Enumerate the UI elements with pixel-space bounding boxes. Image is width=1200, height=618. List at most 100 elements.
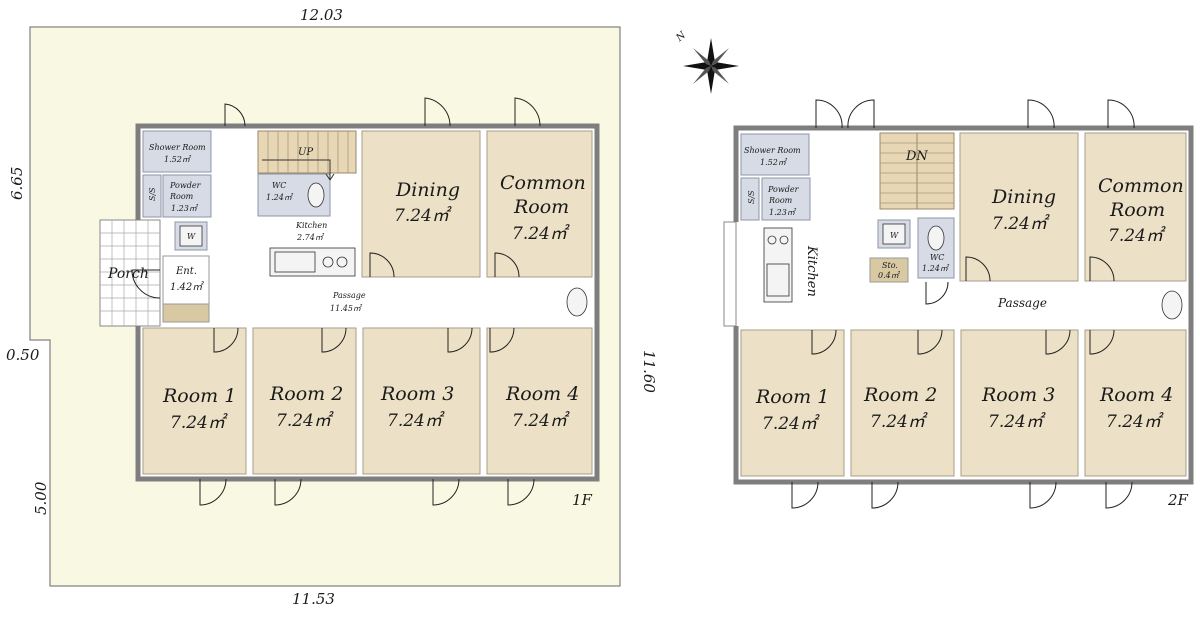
- floor1-room2-area: 7.24㎡: [276, 411, 334, 431]
- floor1-dining-area: 7.24㎡: [394, 206, 452, 226]
- floor1-kitchen-area: 2.74㎡: [296, 233, 325, 242]
- floor2-stove-burner-2: [779, 235, 789, 245]
- floor2-dining: [959, 132, 1079, 282]
- floor2-powder-name-1: Powder: [767, 185, 800, 194]
- floor1-washer-label: W: [187, 232, 196, 241]
- floor2-room-4: [1084, 329, 1187, 477]
- floor1-room3-name: Room 3: [380, 383, 454, 405]
- floor1-ent-area: 1.42㎡: [170, 281, 204, 293]
- floor1-stairs: [257, 130, 357, 181]
- floor1-entrance-step: [162, 303, 210, 323]
- floor2-fixture-box: [740, 177, 760, 221]
- floor1-room-1: [142, 327, 247, 475]
- floor1-shower-area: 1.52㎡: [164, 155, 192, 164]
- floor1-room2-name: Room 2: [269, 383, 343, 405]
- floor2-room2-area: 7.24㎡: [870, 412, 928, 432]
- floor2-sto-name: Sto.: [882, 261, 898, 270]
- floor1-porch: [99, 219, 161, 327]
- floor2-kitchen-name: Kitchen: [804, 245, 819, 297]
- floor1-powder-name-2: Room: [169, 192, 194, 201]
- floor1-stove-burner: [322, 256, 334, 268]
- floor2-sink: [766, 263, 790, 297]
- floor1-room4-name: Room 4: [505, 383, 579, 405]
- floor2-common-name-1: Common: [1098, 175, 1184, 197]
- floor2-room-3: [960, 329, 1079, 477]
- floor2-room-2: [850, 329, 955, 477]
- floor2-dining-name: Dining: [991, 186, 1056, 208]
- floor1-kitchen-name: Kitchen: [295, 221, 327, 230]
- floor1-dim-bottom: 11.53: [292, 590, 335, 608]
- floor2-fixture-label: S/S: [747, 190, 756, 204]
- floor1-washer: [179, 225, 203, 247]
- floor2-label: 2F: [1167, 491, 1189, 509]
- floor1-passage-area: 11.45㎡: [330, 304, 363, 313]
- floor1-powder-area: 1.23㎡: [171, 204, 199, 213]
- floor1-ent-name: Ent.: [175, 266, 197, 277]
- floor2-common-room: [1084, 132, 1187, 282]
- floor2-stairs-label: DN: [905, 149, 928, 164]
- floor1-basin: [566, 287, 588, 317]
- floor2-washer-label: W: [890, 231, 899, 240]
- floor2-wc-name: WC: [930, 253, 944, 262]
- floor2-common-name-2: Room: [1109, 199, 1165, 221]
- floor2-powder-room: [761, 177, 811, 221]
- floor1-dim-top: 12.03: [300, 6, 343, 24]
- floor2-room1-area: 7.24㎡: [762, 414, 820, 434]
- floor1-dim-step-h: 5.00: [32, 481, 50, 515]
- floor2-toilet: [927, 225, 945, 251]
- floor1-room1-name: Room 1: [162, 385, 236, 407]
- floor2-wc-area: 1.24㎡: [922, 264, 950, 273]
- floor1-doors: [131, 97, 541, 506]
- floor2-room2-name: Room 2: [863, 384, 937, 406]
- floor2-stove-burner: [767, 235, 777, 245]
- floor2-room4-area: 7.24㎡: [1106, 412, 1164, 432]
- floor2-passage-name: Passage: [997, 296, 1047, 310]
- floor1-wc-area: 1.24㎡: [266, 193, 294, 202]
- floor1-room4-area: 7.24㎡: [512, 411, 570, 431]
- floor1-powder-room: [162, 174, 212, 218]
- floor1-room-3: [362, 327, 481, 475]
- floor2-wall: [733, 125, 1194, 485]
- floor1-common-name-2: Room: [513, 196, 569, 218]
- floor2-washer: [882, 223, 906, 245]
- floor1-porch-name: Porch: [107, 266, 149, 282]
- floor2-doors: [791, 99, 1135, 509]
- floor2-balcony: [723, 221, 737, 327]
- floor1-stairs-label: UP: [298, 147, 313, 158]
- floor2-basin: [1161, 290, 1183, 320]
- floor2-dining-area: 7.24㎡: [992, 214, 1050, 234]
- floor2-shower-name: Shower Room: [744, 146, 801, 155]
- floor2-room4-name: Room 4: [1099, 384, 1173, 406]
- floor2-room1-name: Room 1: [755, 386, 829, 408]
- floor2-powder-name-2: Room: [768, 196, 793, 205]
- compass-north-label: N: [674, 29, 689, 44]
- floor2-stairs: [879, 132, 955, 210]
- floor1-shower-name: Shower Room: [149, 143, 206, 152]
- floor1-label: 1F: [572, 491, 593, 509]
- floor1-entrance: [162, 255, 210, 305]
- floor1-passage-name: Passage: [332, 291, 366, 300]
- floor1-dim-right: 11.60: [640, 350, 658, 393]
- compass-icon: [683, 38, 739, 94]
- floor1-sink: [274, 251, 316, 273]
- floor1-wall: [135, 123, 600, 482]
- floor2-room3-area: 7.24㎡: [988, 412, 1046, 432]
- floor1-dining: [361, 130, 481, 278]
- floor1-shower-room: [142, 130, 212, 173]
- floor2-powder-area: 1.23㎡: [769, 208, 797, 217]
- floor2-storage: [869, 257, 909, 283]
- floor1-stove-burner-2: [336, 256, 348, 268]
- floor1-fixture-box: [142, 174, 162, 218]
- floor1-room-4: [486, 327, 593, 475]
- floor1-room1-area: 7.24㎡: [170, 413, 228, 433]
- floor1-powder-name-1: Powder: [169, 181, 202, 190]
- floor1-dim-left: 6.65: [8, 167, 26, 200]
- floor1-wc-name: WC: [272, 181, 286, 190]
- floor1-common-name-1: Common: [500, 172, 586, 194]
- floor2-shower-area: 1.52㎡: [760, 158, 788, 167]
- floor2-common-area: 7.24㎡: [1108, 226, 1166, 246]
- floor2-sto-area: 0.4㎡: [878, 271, 901, 280]
- floor2-room3-name: Room 3: [981, 384, 1055, 406]
- floor1-room-2: [252, 327, 357, 475]
